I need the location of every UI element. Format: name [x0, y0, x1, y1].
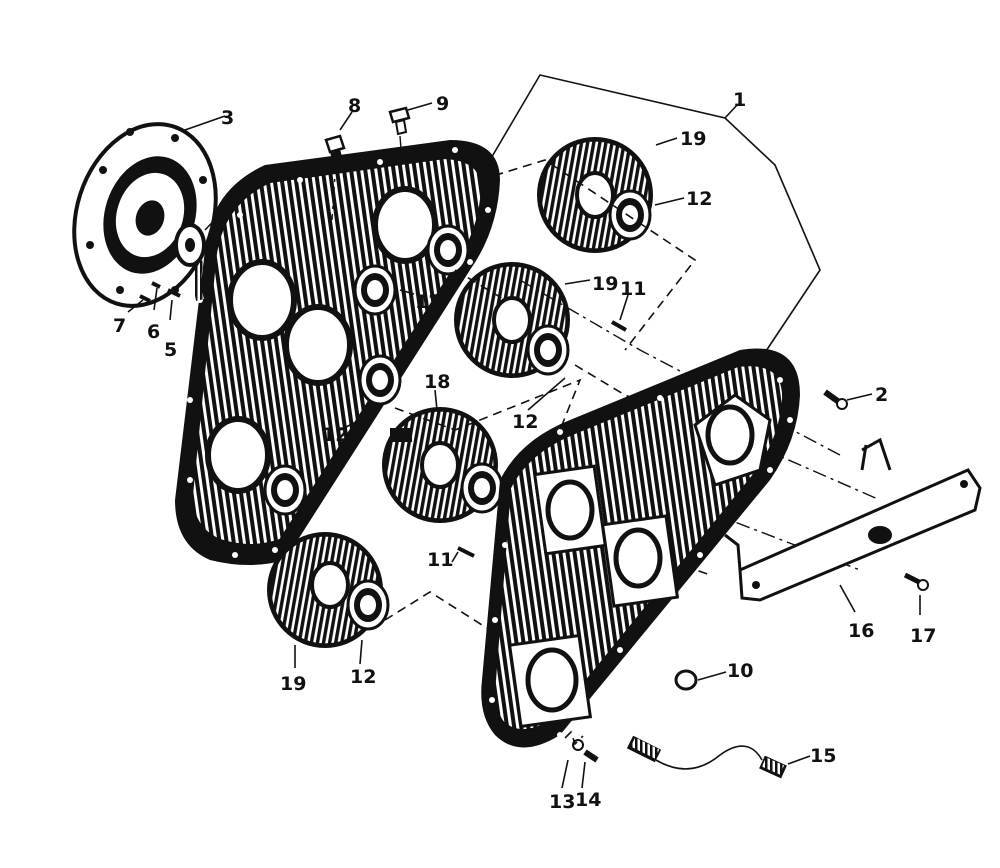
callout-16: 16	[848, 620, 874, 642]
bolt-2	[823, 389, 848, 410]
callout-15: 15	[810, 745, 836, 767]
main-housing	[175, 140, 500, 565]
callout-12-housing: 12	[415, 291, 441, 313]
gear-18	[381, 406, 504, 524]
callout-19-top: 19	[680, 128, 706, 150]
leader-1	[724, 103, 739, 119]
callout-12-housing-lower: 12	[322, 424, 348, 446]
callouts: 1 2 3 4 5 6 7 8 9 10 11 11 12 12 12 12 1…	[113, 89, 936, 813]
callout-11-lower: 11	[427, 549, 453, 571]
callout-2: 2	[875, 384, 888, 406]
callout-18: 18	[424, 371, 450, 393]
callout-19-bottom: 19	[280, 673, 306, 695]
callout-11-upper: 11	[620, 278, 646, 300]
pin-11-upper	[611, 320, 627, 332]
bolt-9	[388, 106, 411, 163]
callout-5: 5	[164, 339, 177, 361]
drive-disc	[72, 122, 218, 308]
callout-8: 8	[348, 95, 361, 117]
callout-12-bottom: 12	[350, 666, 376, 688]
bolt-17	[903, 572, 929, 591]
pin-11-lower	[457, 546, 475, 558]
callout-7: 7	[113, 315, 126, 337]
callout-6: 6	[147, 321, 160, 343]
cover-plate	[481, 348, 800, 748]
plugs-13-14	[564, 730, 599, 763]
callout-17: 17	[910, 625, 936, 647]
leader-lines	[127, 102, 921, 789]
callout-19-middle: 19	[592, 273, 618, 295]
callout-1: 1	[733, 89, 746, 111]
leader-1-outline	[489, 74, 821, 361]
callout-14: 14	[575, 789, 601, 811]
callout-13: 13	[549, 791, 575, 813]
callout-4: 4	[225, 188, 238, 210]
nut-10	[674, 669, 698, 691]
bolt-8	[324, 134, 346, 221]
callout-3: 3	[221, 107, 234, 129]
callout-9: 9	[436, 93, 449, 115]
bracket-16	[724, 437, 982, 602]
callout-12-middle: 12	[512, 411, 538, 433]
gear-19-top	[536, 136, 654, 254]
hose-15	[626, 735, 787, 779]
gear-19-bottom	[266, 531, 390, 649]
callout-10: 10	[727, 660, 753, 682]
callout-12-top: 12	[686, 188, 712, 210]
gear-19-middle	[453, 261, 571, 379]
